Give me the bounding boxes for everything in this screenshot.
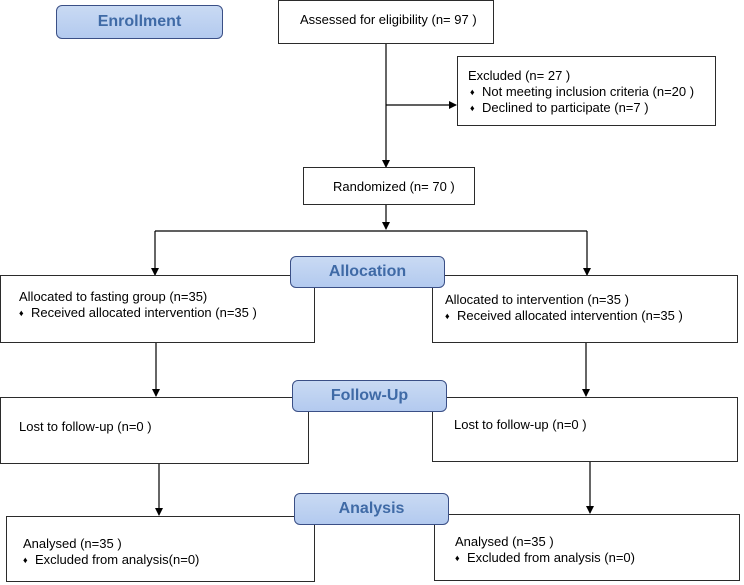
stage-allocation: Allocation [290,256,445,288]
right-received-item: ♦ Received allocated intervention (n=35 ) [445,308,737,324]
right-allocated-text: Allocated to intervention (n=35 ) [445,292,629,307]
randomized-text: Randomized (n= 70 ) [333,179,455,194]
stage-analysis-label: Analysis [338,500,405,517]
bullet-icon: ♦ [19,308,24,318]
excluded-box: Excluded (n= 27 ) ♦ Not meeting inclusion… [457,56,716,126]
stage-enrollment-label: Enrollment [97,13,182,30]
stage-enrollment: Enrollment [56,5,223,39]
right-excluded-analysis-item: ♦ Excluded from analysis (n=0) [455,550,739,566]
stage-allocation-label: Allocation [328,263,407,280]
bullet-icon: ♦ [455,553,460,563]
left-lost-text: Lost to follow-up (n=0 ) [19,419,152,434]
right-analysed-text: Analysed (n=35 ) [455,534,554,549]
left-excluded-analysis-text: Excluded from analysis(n=0) [35,552,200,567]
right-analysis-box: Analysed (n=35 ) ♦ Excluded from analysis… [434,514,740,581]
right-excluded-analysis-text: Excluded from analysis (n=0) [467,550,635,565]
right-lost-text: Lost to follow-up (n=0 ) [454,417,587,432]
excluded-item: ♦ Declined to participate (n=7 ) [468,100,715,116]
bullet-icon: ♦ [445,311,450,321]
excluded-item-text: Not meeting inclusion criteria (n=20 ) [482,84,695,99]
bullet-icon: ♦ [470,87,475,97]
assessed-text: Assessed for eligibility (n= 97 ) [300,12,477,27]
excluded-item: ♦ Not meeting inclusion criteria (n=20 ) [468,84,715,100]
assessed-box: Assessed for eligibility (n= 97 ) [278,0,494,44]
left-analysed-text: Analysed (n=35 ) [23,536,122,551]
left-analysis-box: Analysed (n=35 ) ♦ Excluded from analysis… [6,516,315,582]
right-allocation-box: Allocated to intervention (n=35 ) ♦ Recei… [432,275,738,343]
left-excluded-analysis-item: ♦ Excluded from analysis(n=0) [23,552,314,568]
randomized-box: Randomized (n= 70 ) [303,167,475,205]
left-allocated-text: Allocated to fasting group (n=35) [19,289,208,304]
stage-followup-label: Follow-Up [330,387,409,404]
left-received-text: Received allocated intervention (n=35 ) [31,305,257,320]
left-allocation-box: Allocated to fasting group (n=35) ♦ Recei… [0,275,315,343]
left-received-item: ♦ Received allocated intervention (n=35 ) [19,305,314,321]
right-received-text: Received allocated intervention (n=35 ) [457,308,683,323]
excluded-item-text: Declined to participate (n=7 ) [482,100,649,115]
left-followup-box: Lost to follow-up (n=0 ) [0,397,309,464]
stage-followup: Follow-Up [292,380,447,412]
bullet-icon: ♦ [470,103,475,113]
excluded-title: Excluded (n= 27 ) [468,68,571,83]
right-followup-box: Lost to follow-up (n=0 ) [432,397,738,462]
stage-analysis: Analysis [294,493,449,525]
bullet-icon: ♦ [23,555,28,565]
